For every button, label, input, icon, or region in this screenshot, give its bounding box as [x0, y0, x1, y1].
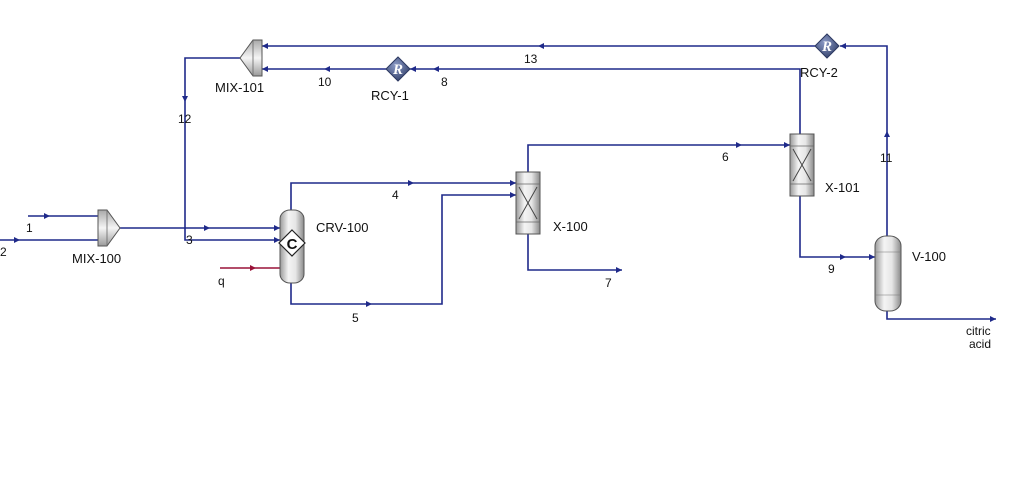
stream-1-label: 1 — [26, 221, 33, 235]
arrow-right-icon — [840, 254, 846, 260]
v-100-label: V-100 — [912, 249, 946, 264]
vessel-icon — [874, 235, 902, 312]
stream-6-label: 6 — [722, 150, 729, 164]
arrow-right-icon — [510, 192, 516, 198]
stream-labels: 1 2 3 4 5 6 7 8 9 10 11 12 13 q citric a… — [0, 52, 991, 351]
stream-10-label: 10 — [318, 75, 332, 89]
stream-7-label: 7 — [605, 276, 612, 290]
arrow-right-icon — [869, 254, 875, 260]
arrow-right-icon — [44, 213, 50, 219]
recycle-icon — [385, 56, 411, 82]
mixer-icon — [97, 209, 121, 247]
mix-101-label: MIX-101 — [215, 80, 264, 95]
stream-8-label: 8 — [441, 75, 448, 89]
stream-2-label: 2 — [0, 245, 7, 259]
arrow-right-icon — [204, 225, 210, 231]
stream-9-label: 9 — [828, 262, 835, 276]
vessel-v-100[interactable] — [874, 235, 902, 312]
conversion-reactor-icon — [278, 229, 306, 257]
arrow-right-icon — [250, 265, 256, 271]
separator-x-100[interactable] — [515, 171, 541, 235]
stream-12-line[interactable] — [184, 57, 280, 241]
reactor-crv-100[interactable]: C — [278, 209, 306, 284]
stream-5-line[interactable] — [290, 194, 516, 305]
arrow-right-icon — [784, 142, 790, 148]
recycle-rcy-1[interactable]: R — [385, 56, 411, 82]
rcy-2-label: RCY-2 — [800, 65, 838, 80]
arrow-right-icon — [274, 237, 280, 243]
product-label-line-1: citric — [966, 324, 991, 338]
crv-100-label: CRV-100 — [316, 220, 369, 235]
product-label-line-2: acid — [969, 337, 991, 351]
x-100-label: X-100 — [553, 219, 588, 234]
arrow-left-icon — [262, 66, 268, 72]
stream-13-label: 13 — [524, 52, 538, 66]
arrow-up-icon — [884, 131, 890, 137]
mixer-mix-101[interactable] — [239, 39, 263, 77]
arrow-down-icon — [182, 96, 188, 102]
stream-4-line[interactable] — [290, 182, 516, 210]
arrow-left-icon — [324, 66, 330, 72]
recycle-symbol: R — [392, 62, 403, 78]
recycle-icon — [814, 33, 840, 59]
stream-7-line[interactable] — [527, 234, 622, 271]
arrow-right-icon — [616, 267, 622, 273]
x-101-label: X-101 — [825, 180, 860, 195]
arrow-left-icon — [538, 43, 544, 49]
recycle-symbol: R — [821, 39, 832, 55]
energy-stream-q-label: q — [218, 274, 225, 288]
recycle-rcy-2[interactable]: R — [814, 33, 840, 59]
separator-x-101[interactable] — [789, 133, 815, 197]
rcy-1-label: RCY-1 — [371, 88, 409, 103]
arrow-left-icon — [262, 43, 268, 49]
mixer-icon — [239, 39, 263, 77]
stream-11-line[interactable] — [840, 45, 888, 238]
mixer-mix-100[interactable] — [97, 209, 121, 247]
flow-arrows — [14, 43, 996, 322]
stream-4-label: 4 — [392, 188, 399, 202]
arrow-left-icon — [840, 43, 846, 49]
arrow-left-icon — [410, 66, 416, 72]
stream-11-label: 11 — [880, 151, 893, 165]
reactor-symbol: C — [287, 236, 298, 253]
stream-8-line[interactable] — [410, 68, 801, 134]
citric-acid-line[interactable] — [886, 310, 996, 320]
arrow-right-icon — [274, 225, 280, 231]
stream-12-label: 12 — [178, 112, 192, 126]
arrow-right-icon — [990, 316, 996, 322]
unit-labels: MIX-100 MIX-101 CRV-100 X-100 X-101 V-10… — [72, 65, 946, 266]
arrow-left-icon — [433, 66, 439, 72]
arrow-right-icon — [408, 180, 414, 186]
arrow-right-icon — [736, 142, 742, 148]
arrow-right-icon — [14, 237, 20, 243]
arrow-right-icon — [366, 301, 372, 307]
stream-3-label: 3 — [186, 233, 193, 247]
stream-5-label: 5 — [352, 311, 359, 325]
stream-9-line[interactable] — [799, 196, 875, 258]
arrow-right-icon — [510, 180, 516, 186]
mix-100-label: MIX-100 — [72, 251, 121, 266]
stream-6-line[interactable] — [527, 144, 790, 172]
